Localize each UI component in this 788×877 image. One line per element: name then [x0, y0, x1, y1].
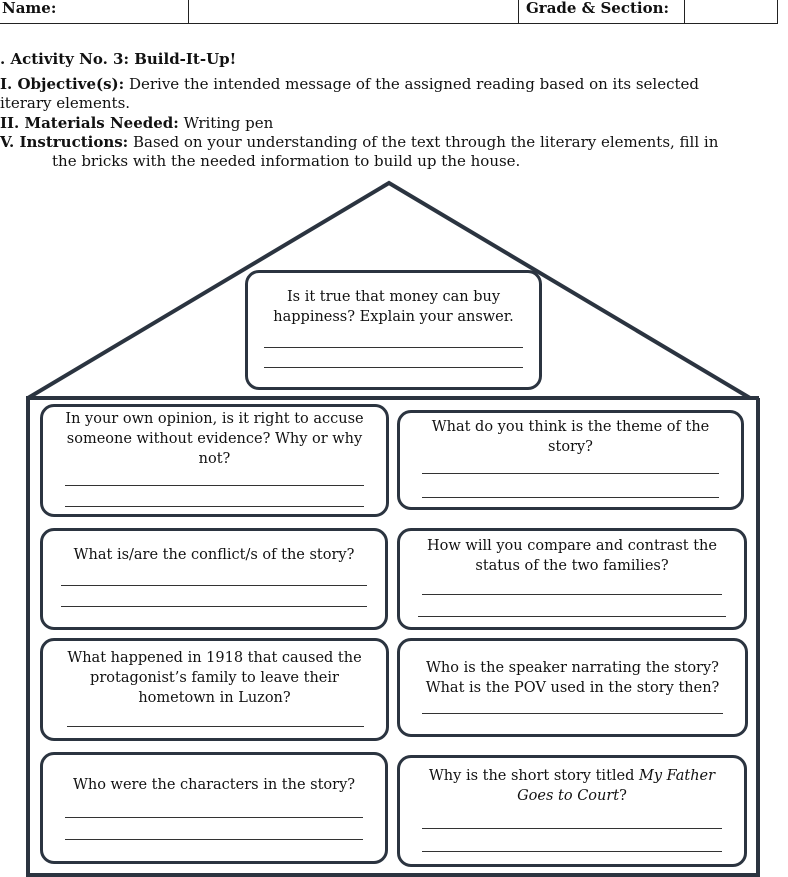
objective-label: I. Objective(s): [0, 75, 125, 93]
brick-speaker-pov: Who is the speaker narrating the story? … [397, 638, 748, 737]
materials-label: II. Materials Needed: [0, 114, 179, 132]
objective: I. Objective(s): Derive the intended mes… [0, 75, 699, 94]
objective-continued: iterary elements. [0, 94, 131, 112]
answer-line[interactable] [61, 585, 367, 586]
brick-title-meaning: Why is the short story titled My Father … [397, 755, 747, 867]
question-characters: Who were the characters in the story? [72, 777, 356, 793]
question-theme: What do you think is the theme of the st… [431, 419, 710, 455]
brick-accuse-without-evidence: In your own opinion, is it right to accu… [40, 404, 389, 517]
brick-characters: Who were the characters in the story? [40, 752, 388, 864]
roof-outline [26, 180, 752, 400]
question-conflict: What is/are the conflict/s of the story? [73, 547, 355, 563]
answer-line[interactable] [422, 713, 723, 714]
story-title: My Father Goes to Court [517, 768, 716, 804]
brick-compare-families: How will you compare and contrast the st… [397, 528, 747, 630]
question-mark: ? [619, 788, 627, 804]
answer-line[interactable] [65, 817, 363, 818]
instructions: V. Instructions: Based on your understan… [0, 133, 718, 152]
question-title-meaning-text: Why is the short story titled [428, 768, 635, 784]
answer-line[interactable] [67, 726, 364, 727]
house-walls [26, 398, 760, 877]
answer-line[interactable] [418, 616, 726, 617]
answer-line[interactable] [65, 485, 364, 486]
grade-section-cell: Grade & Section: [518, 0, 684, 23]
activity-title: . Activity No. 3: Build-It-Up! [0, 50, 237, 68]
question-1918-event: What happened in 1918 that caused the pr… [67, 650, 362, 706]
question-speaker-pov: Who is the speaker narrating the story? … [425, 660, 720, 696]
answer-line[interactable] [422, 851, 722, 852]
answer-line[interactable] [264, 367, 523, 368]
instructions-continued: the bricks with the needed information t… [52, 152, 521, 170]
brick-theme: What do you think is the theme of the st… [397, 410, 744, 510]
instructions-label: V. Instructions: [0, 133, 129, 151]
answer-line[interactable] [422, 594, 722, 595]
brick-1918-event: What happened in 1918 that caused the pr… [40, 638, 389, 741]
instructions-text: Based on your understanding of the text … [128, 133, 719, 151]
grade-section-field[interactable] [684, 0, 778, 23]
materials: II. Materials Needed: Writing pen [0, 114, 273, 133]
materials-text: Writing pen [178, 114, 274, 132]
roof-brick: Is it true that money can buy happiness?… [245, 270, 542, 390]
question-title-meaning: Why is the short story titled My Father … [416, 766, 728, 806]
answer-line[interactable] [65, 839, 363, 840]
roof-question: Is it true that money can buy happiness?… [273, 289, 514, 325]
question-compare-families: How will you compare and contrast the st… [427, 538, 717, 574]
answer-line[interactable] [61, 606, 367, 607]
name-grade-table: Name: Grade & Section: [0, 0, 778, 24]
name-label: Name: [2, 0, 57, 17]
brick-conflict: What is/are the conflict/s of the story? [40, 528, 388, 630]
grade-section-label: Grade & Section: [526, 0, 670, 17]
answer-line[interactable] [422, 497, 719, 498]
name-field[interactable] [188, 0, 518, 23]
question-accuse-without-evidence: In your own opinion, is it right to accu… [65, 411, 364, 467]
answer-line[interactable] [65, 506, 364, 507]
answer-line[interactable] [422, 473, 719, 474]
answer-line[interactable] [422, 828, 722, 829]
answer-line[interactable] [264, 347, 523, 348]
objective-text: Derive the intended message of the assig… [124, 75, 699, 93]
